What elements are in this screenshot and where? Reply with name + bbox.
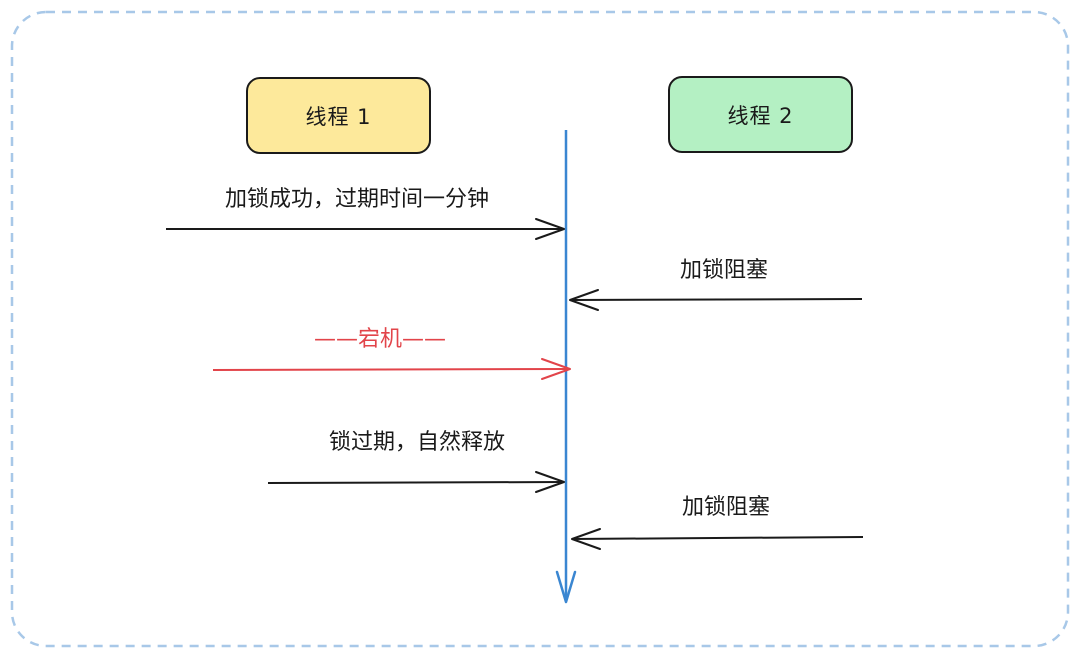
message-label-lock-expired: 锁过期，自然释放 (329, 430, 506, 455)
arrowhead-crash (541, 358, 571, 380)
arrowhead-lock-expired (535, 471, 565, 493)
thread2-node: 线程 2 (668, 76, 853, 153)
message-label-lock-success: 加锁成功，过期时间一分钟 (225, 187, 490, 212)
arrow-lock-expired (267, 481, 565, 484)
message-label-crash: ——宕机—— (314, 327, 447, 352)
thread1-node: 线程 1 (246, 77, 431, 154)
message-label-lock-blocked-2: 加锁阻塞 (682, 495, 771, 520)
diagram-frame (10, 10, 1070, 648)
arrowhead-lock-success (535, 218, 565, 240)
arrowhead-lock-blocked-2 (571, 528, 601, 550)
arrow-lock-blocked-1 (569, 298, 863, 301)
arrow-lock-blocked-2 (571, 536, 864, 540)
arrowhead-lock-blocked-1 (569, 289, 599, 311)
thread2-label: 线程 2 (727, 103, 794, 128)
arrow-crash (212, 368, 571, 371)
message-label-lock-blocked-1: 加锁阻塞 (680, 258, 769, 283)
thread1-label: 线程 1 (305, 104, 372, 129)
lifeline-arrowhead (555, 570, 577, 604)
